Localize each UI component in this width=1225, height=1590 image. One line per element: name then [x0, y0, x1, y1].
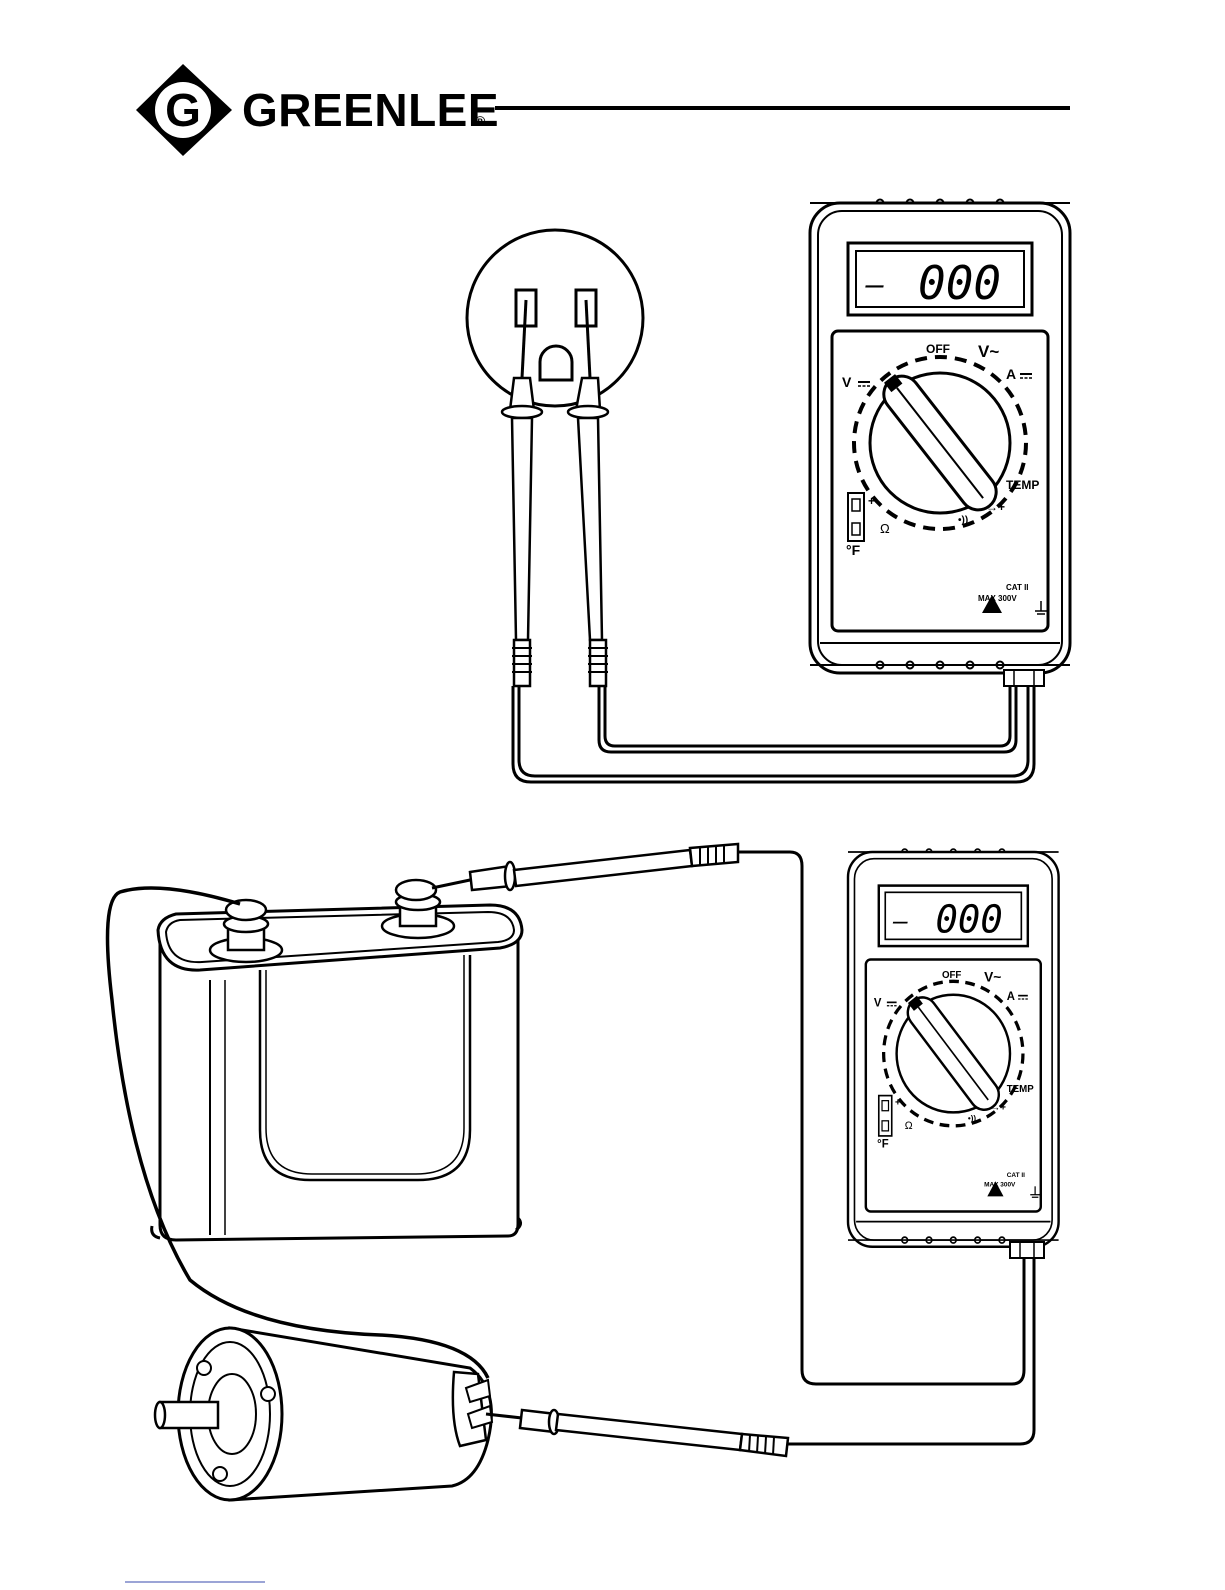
test-probe-capacitor	[432, 844, 738, 890]
dial-label-ohm: Ω	[880, 521, 890, 536]
dial-label-temp: TEMP	[1007, 1084, 1034, 1095]
registered-mark: ®	[475, 113, 486, 129]
dial-label-plus: +	[868, 494, 875, 508]
wall-outlet	[467, 230, 643, 406]
dial-label-off: OFF	[942, 970, 961, 981]
greenlee-logo: G GREENLEE ®	[136, 64, 499, 156]
capacitor	[152, 880, 522, 1240]
dial-label-a-dc: A	[1006, 366, 1016, 382]
lead-connector-bottom	[1010, 1242, 1044, 1258]
motor	[155, 1328, 492, 1500]
lcd-digits: 000	[935, 897, 1002, 942]
dial-label-continuity: •))	[958, 515, 968, 526]
test-leads-top	[513, 686, 1034, 782]
dial-label-a-dc: A	[1007, 991, 1016, 1003]
dial-label-ohm: Ω	[905, 1120, 913, 1132]
lcd-sign: –	[865, 268, 884, 303]
lcd-sign: –	[892, 906, 908, 936]
brand-name: GREENLEE	[242, 84, 499, 136]
dial-label-fahrenheit: °F	[846, 542, 861, 558]
lead-connector-top	[1004, 670, 1044, 686]
dial-label-diode: →+	[991, 1103, 1007, 1114]
warning-cat: CAT II	[1006, 583, 1029, 592]
dial-label-v-ac: V~	[978, 342, 999, 361]
lcd-digits: 000	[918, 256, 1001, 310]
warning-cat: CAT II	[1007, 1172, 1025, 1179]
dial-label-continuity: •))	[968, 1114, 976, 1123]
multimeter-bottom: – 000 OFF V~ V A TEMP →+ •)) Ω °F + CAT …	[848, 849, 1059, 1247]
dial-label-v-dc: V	[842, 374, 852, 390]
dial-label-v-ac: V~	[984, 968, 1001, 984]
dial-label-plus: +	[895, 1098, 901, 1109]
warning-max: MAX 300V	[978, 594, 1017, 603]
test-probe-motor	[486, 1410, 788, 1456]
logo-letter: G	[165, 84, 201, 136]
multimeter-top: – 000 OFF V~ V A TEMP →+ •)) Ω °F + CAT …	[810, 200, 1070, 674]
warning-max: MAX 300V	[984, 1181, 1016, 1188]
dial-label-diode: →+	[986, 500, 1005, 514]
dial-label-off: OFF	[926, 342, 950, 356]
dial-label-v-dc: V	[874, 997, 882, 1009]
dial-label-fahrenheit: °F	[877, 1139, 888, 1151]
dial-label-temp: TEMP	[1006, 478, 1039, 492]
